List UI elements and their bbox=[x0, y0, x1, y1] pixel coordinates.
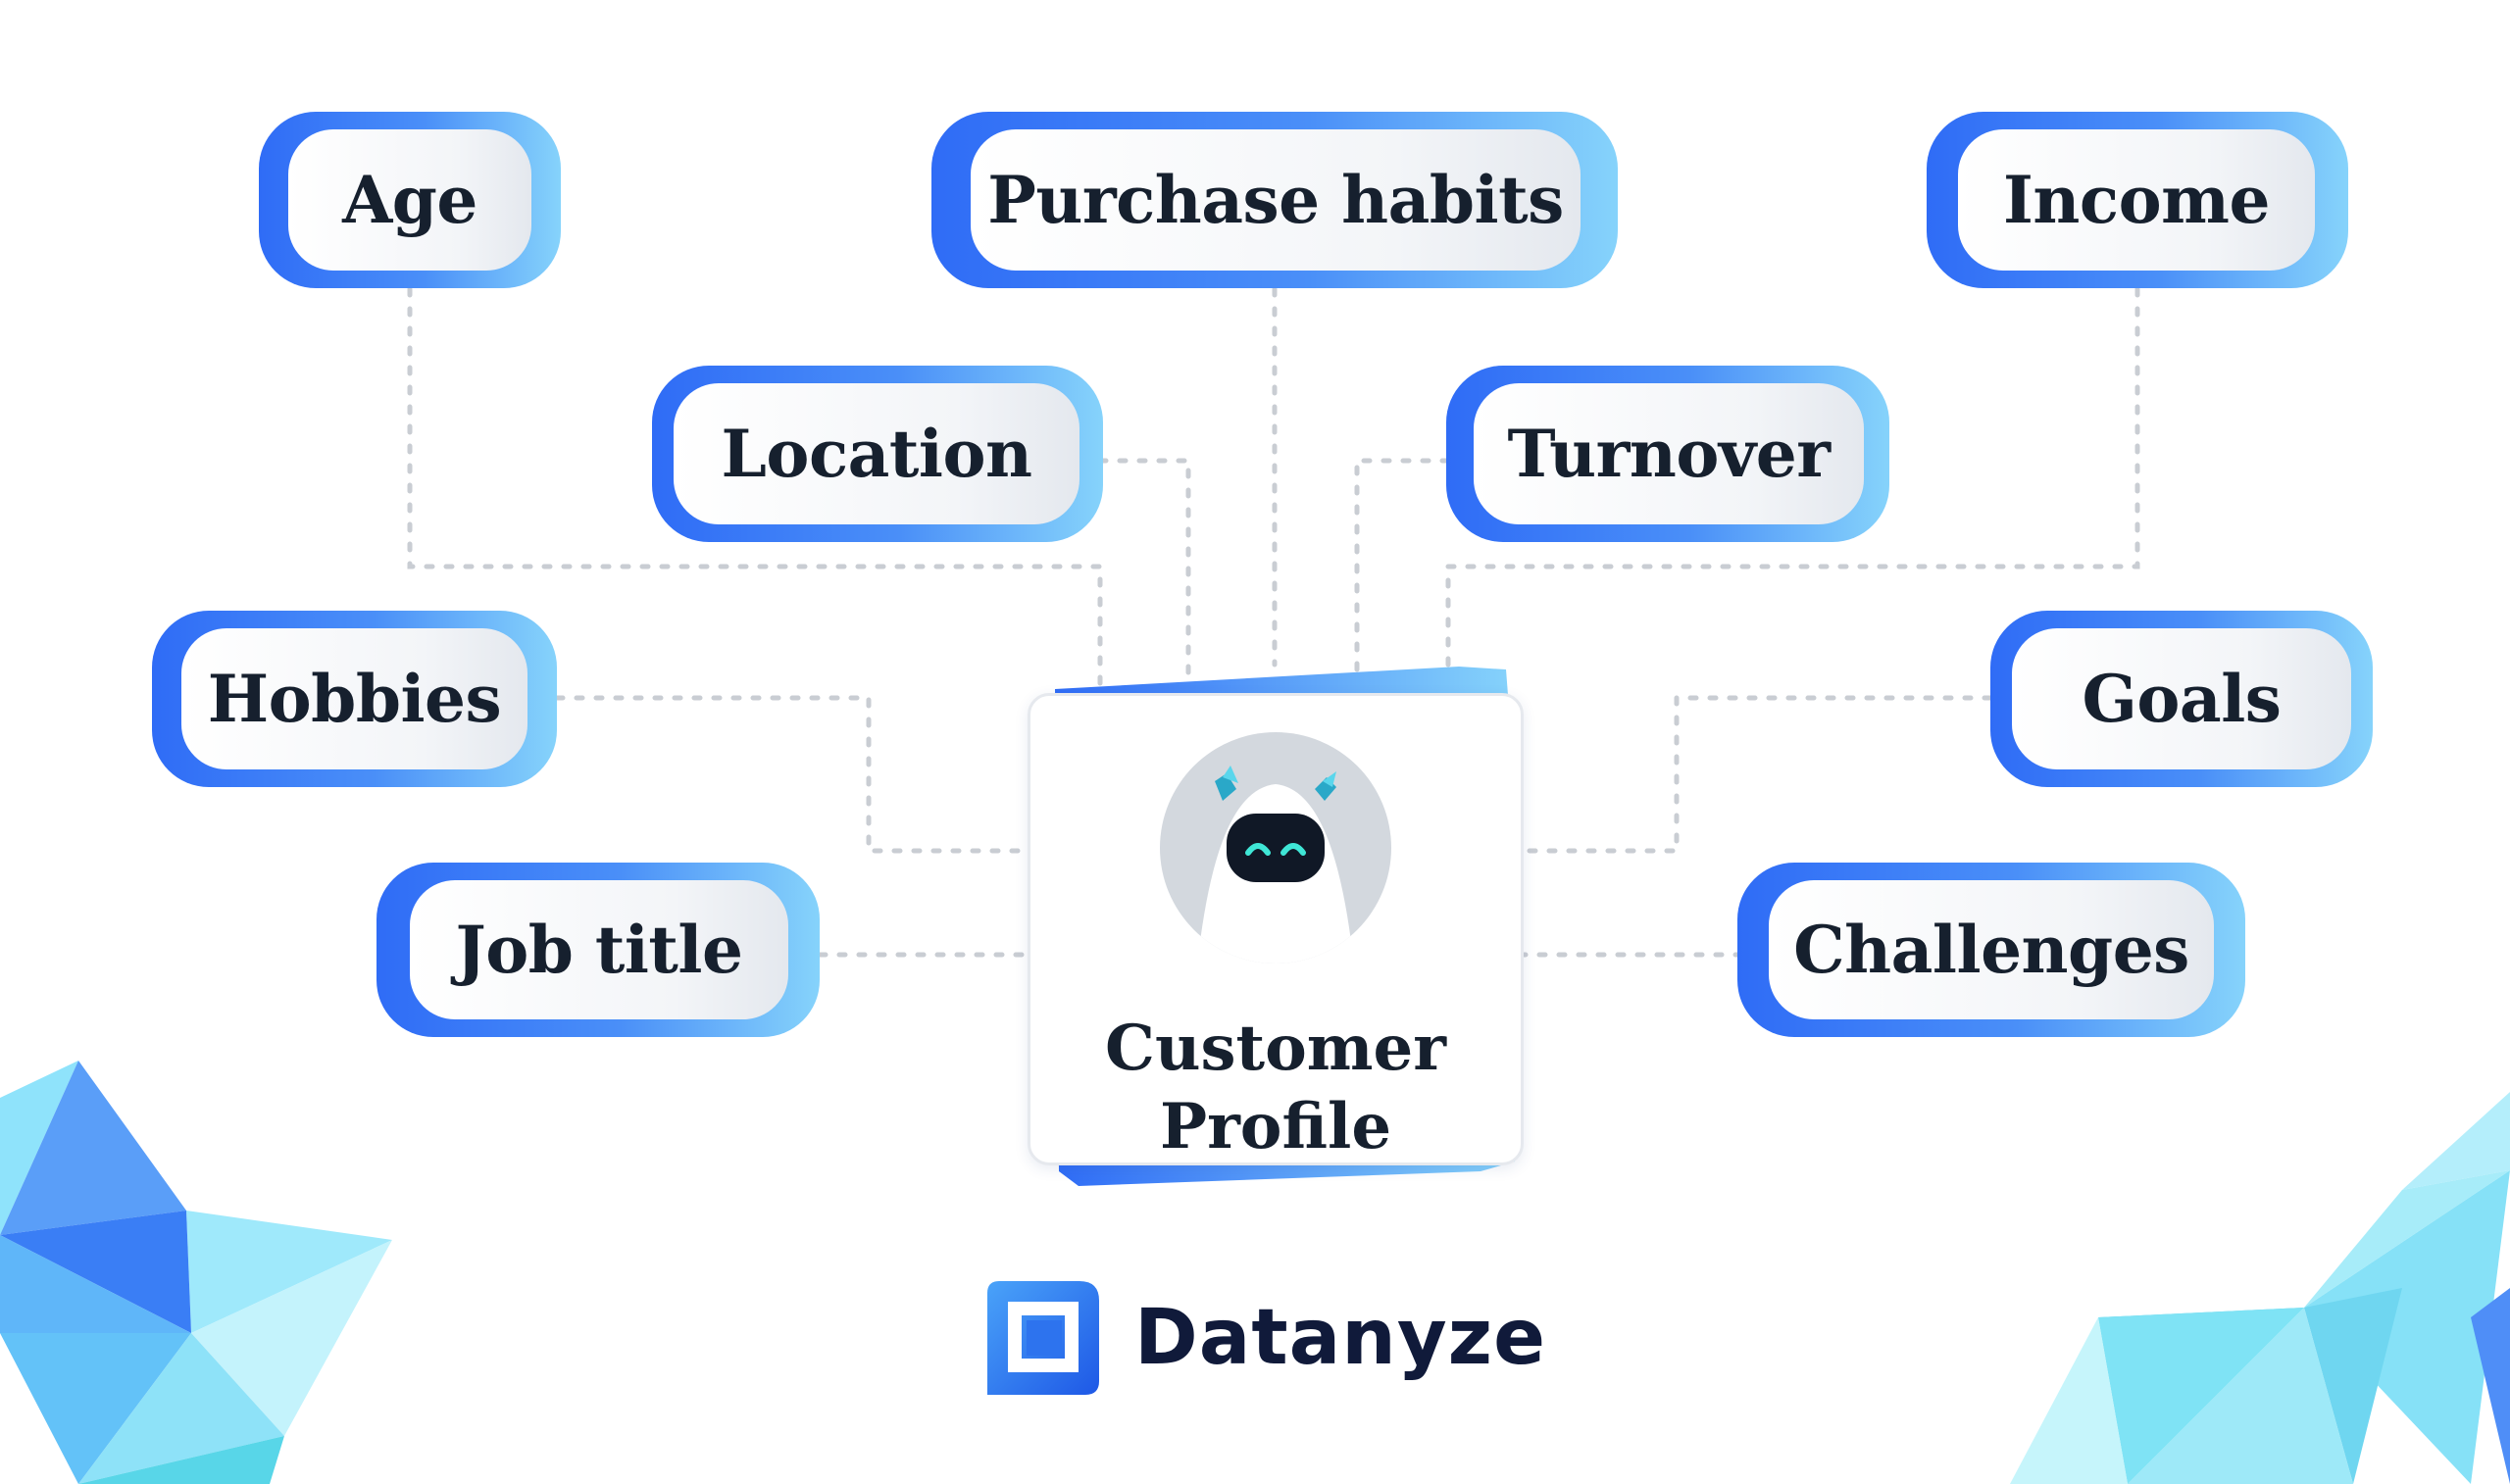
robot-avatar-icon bbox=[1160, 732, 1391, 964]
datanyze-logo-icon bbox=[987, 1281, 1099, 1395]
customer-profile-card: Customer Profile bbox=[1020, 662, 1530, 1191]
node-challenges-label: Challenges bbox=[1793, 912, 2189, 988]
node-hobbies-label: Hobbies bbox=[207, 661, 502, 737]
card-title-line2: Profile bbox=[1159, 1090, 1392, 1163]
brand-name: Datanyze bbox=[1134, 1294, 1546, 1382]
node-turnover-label: Turnover bbox=[1507, 416, 1831, 492]
node-job-title: Job title bbox=[376, 863, 820, 1037]
card-title-line1: Customer bbox=[1105, 1012, 1446, 1085]
node-challenges: Challenges bbox=[1737, 863, 2245, 1037]
node-purchase-habits-label: Purchase habits bbox=[987, 162, 1564, 238]
node-job-title-label: Job title bbox=[455, 912, 743, 988]
node-turnover: Turnover bbox=[1446, 366, 1889, 542]
node-age: Age bbox=[259, 112, 561, 288]
crystal-decoration-left bbox=[0, 1061, 392, 1484]
node-purchase-habits: Purchase habits bbox=[931, 112, 1618, 288]
node-goals: Goals bbox=[1990, 611, 2373, 787]
node-age-label: Age bbox=[342, 162, 477, 238]
crystal-decoration-right bbox=[2010, 1092, 2510, 1484]
node-location: Location bbox=[652, 366, 1103, 542]
node-goals-label: Goals bbox=[2082, 661, 2282, 737]
node-hobbies: Hobbies bbox=[152, 611, 557, 787]
node-income: Income bbox=[1927, 112, 2348, 288]
node-location-label: Location bbox=[721, 416, 1032, 492]
datanyze-brand: Datanyze bbox=[985, 1279, 1546, 1397]
card-title: Customer Profile bbox=[1030, 1010, 1521, 1166]
card-body: Customer Profile bbox=[1028, 693, 1524, 1165]
node-income-label: Income bbox=[2003, 162, 2270, 238]
